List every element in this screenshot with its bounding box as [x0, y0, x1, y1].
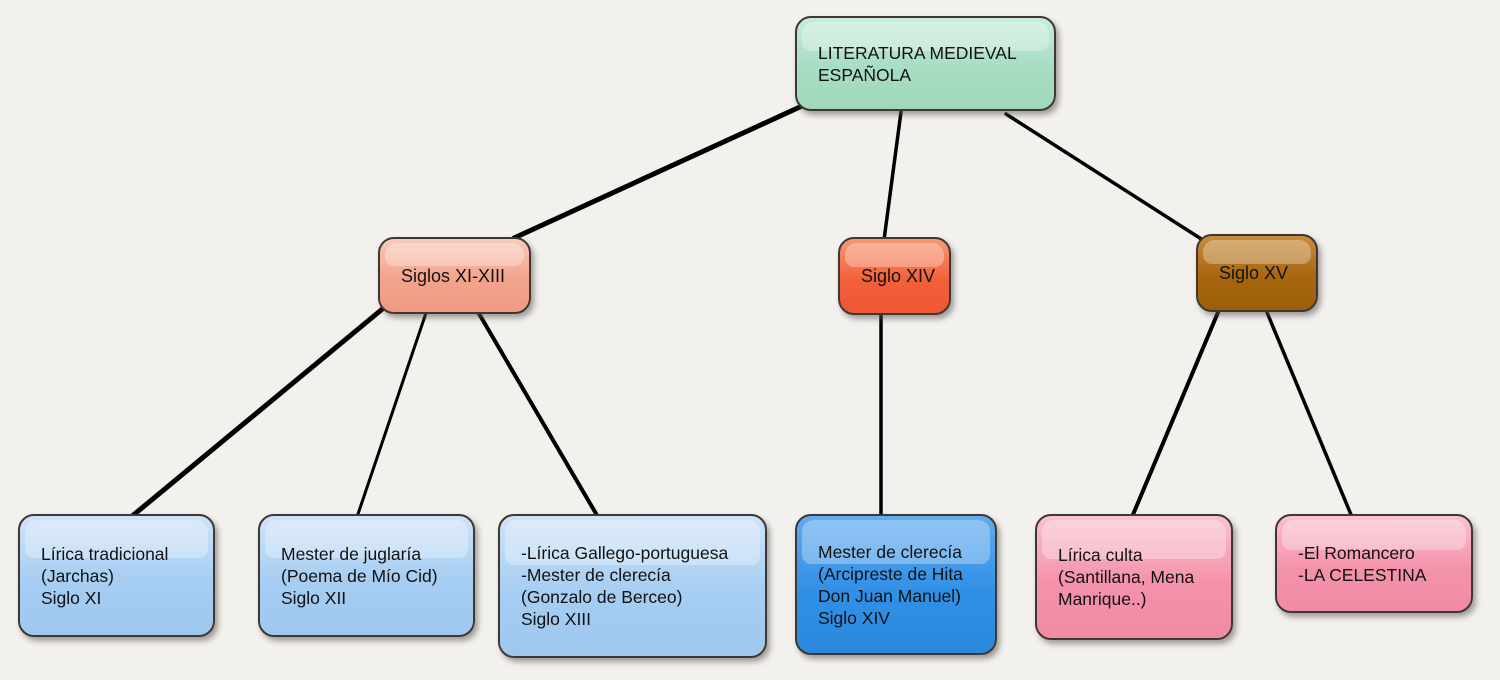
node-siglo-xiv: Siglo XIV [838, 237, 951, 315]
node-label-line: -Mester de clerecía [521, 565, 671, 585]
node-label-line: Siglo XII [281, 587, 347, 608]
node-siglo-xv: Siglo XV [1196, 234, 1318, 312]
connector-siglo-xv-lirica-culta [1130, 308, 1221, 519]
node-label-line: Lírica tradicional [41, 543, 169, 564]
node-mester-de-clerecia: Mester de clerecía (Arcipreste de Hita D… [795, 514, 997, 655]
node-label: Mester de juglaría (Poema de Mío Cid) Si… [260, 543, 446, 609]
connector-siglo-xv-romancero-celestina [1264, 308, 1354, 519]
connector-siglos-xi-xiii-lirica-gallego-portuguesa [476, 310, 600, 519]
node-label-line: Mester de clerecía [818, 541, 962, 562]
connector-root-siglos-xi-xiii [511, 103, 805, 241]
node-label: -Lírica Gallego-portuguesa -Mester de cl… [500, 542, 736, 630]
node-label-line: Siglo XIV [861, 266, 936, 286]
node-label-line: (Jarchas) [41, 565, 114, 586]
node-label: Lírica tradicional (Jarchas) Siglo XI [20, 543, 176, 609]
node-label-line: Don Juan Manuel) [818, 585, 961, 606]
node-label-line: (Santillana, Mena [1058, 567, 1195, 587]
node-literatura-medieval-espanola: LITERATURA MEDIEVAL ESPAÑOLA [795, 16, 1056, 111]
node-label: Mester de clerecía (Arcipreste de Hita D… [797, 541, 971, 629]
node-lirica-gallego-portuguesa: -Lírica Gallego-portuguesa -Mester de cl… [498, 514, 767, 658]
node-label-line: Lírica culta [1058, 545, 1143, 565]
node-label-line: -Lírica Gallego-portuguesa [521, 543, 729, 563]
node-label-line: (Poema de Mío Cid) [281, 565, 438, 586]
node-label: LITERATURA MEDIEVAL ESPAÑOLA [797, 42, 1025, 86]
node-label-line: Manrique..) [1058, 589, 1147, 609]
node-label-line: (Gonzalo de Berceo) [521, 587, 683, 607]
node-label: Siglo XV [1198, 262, 1296, 284]
node-label-line: -El Romancero [1298, 542, 1415, 563]
connector-root-siglo-xv [1004, 112, 1208, 244]
node-label-line: Mester de juglaría [281, 543, 422, 564]
node-label-line: Siglos XI-XIII [401, 265, 506, 286]
node-label-line: Siglo XV [1219, 263, 1289, 283]
node-label: -El Romancero -LA CELESTINA [1277, 542, 1434, 586]
node-lirica-tradicional: Lírica tradicional (Jarchas) Siglo XI [18, 514, 215, 637]
node-label-line: Siglo XI [41, 587, 102, 608]
connector-siglos-xi-xiii-mester-de-juglaria [355, 311, 428, 519]
node-lirica-culta: Lírica culta (Santillana, Mena Manrique.… [1035, 514, 1233, 640]
node-label: Siglos XI-XIII [380, 265, 513, 287]
node-mester-de-juglaria: Mester de juglaría (Poema de Mío Cid) Si… [258, 514, 475, 637]
node-label: Siglo XIV [840, 265, 943, 287]
connector-siglos-xi-xiii-lirica-tradicional [128, 303, 389, 520]
node-label-line: Siglo XIII [521, 609, 592, 629]
node-label-line: LITERATURA MEDIEVAL [818, 42, 1017, 63]
node-label: Lírica culta (Santillana, Mena Manrique.… [1037, 544, 1202, 610]
node-label-line: (Arcipreste de Hita [818, 563, 963, 584]
node-romancero-celestina: -El Romancero -LA CELESTINA [1275, 514, 1473, 613]
connector-root-siglo-xiv [882, 110, 903, 242]
node-siglos-xi-xiii: Siglos XI-XIII [378, 237, 531, 314]
node-label-line: ESPAÑOLA [818, 64, 912, 85]
node-label-line: -LA CELESTINA [1298, 564, 1427, 585]
node-label-line: Siglo XIV [818, 607, 890, 628]
